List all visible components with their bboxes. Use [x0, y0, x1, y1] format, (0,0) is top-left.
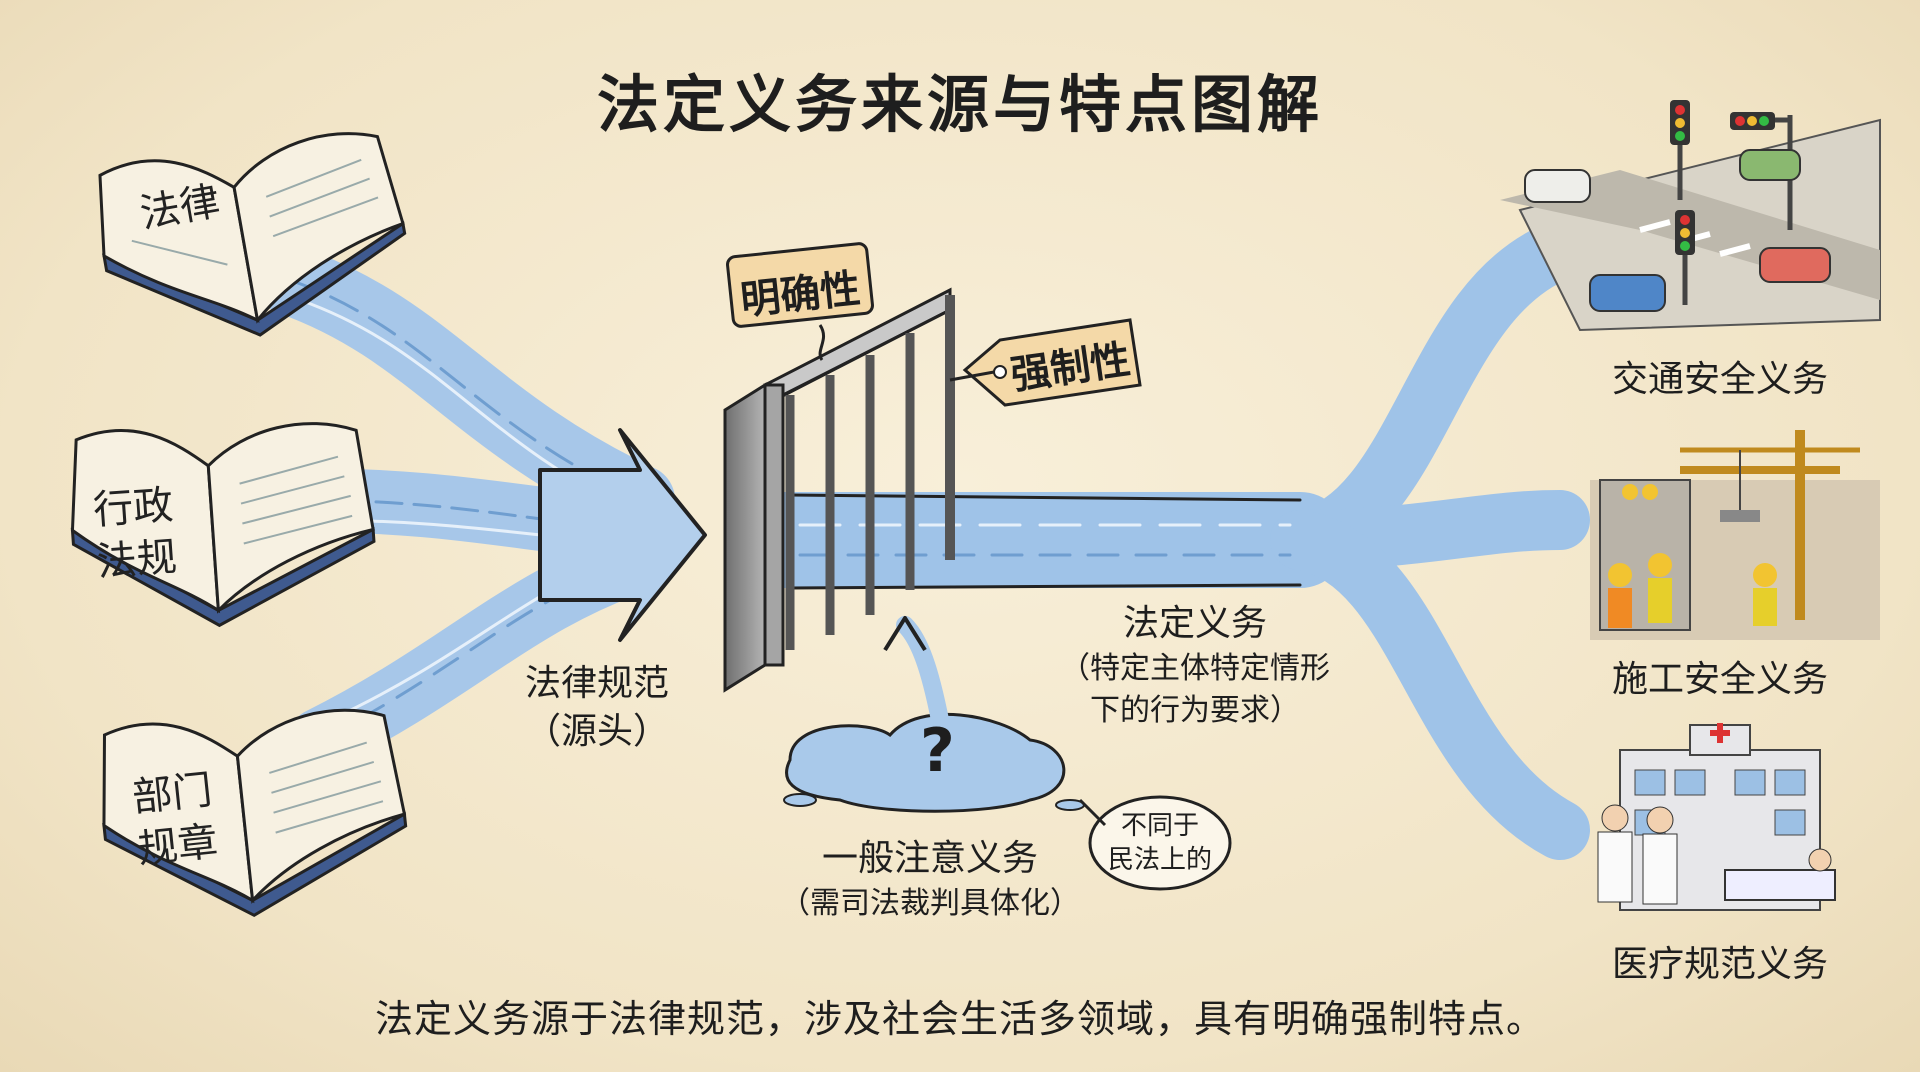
workers [1608, 484, 1777, 628]
doctors [1597, 804, 1678, 905]
clarity-tag-shape [726, 242, 874, 361]
speech-bubble-shape [1078, 795, 1232, 891]
source-label-admin-regulations: 行政 法规 [91, 482, 179, 586]
puddle-icon [783, 616, 1085, 813]
construction-scene-icon [1590, 430, 1880, 640]
question-mark-icon: ? [920, 716, 955, 786]
general-care-duty-label: 一般注意义务 （需司法裁判具体化） [780, 838, 1080, 921]
destination-construction-safety: 施工安全义务 [1611, 659, 1828, 700]
statutory-duty-label: 法定义务 （特定主体特定情形 下的行为要求） [1060, 603, 1330, 728]
traffic-scene-icon [1500, 100, 1881, 332]
page-title: 法定义务来源与特点图解 [596, 68, 1323, 141]
coercion-tag-shape [949, 318, 1142, 407]
book-icon-rules [102, 708, 408, 918]
destination-traffic-safety: 交通安全义务 [1611, 359, 1828, 400]
book-icon-law [98, 132, 407, 337]
book-icon-admin [70, 422, 376, 628]
legal-norm-label: 法律规范 （源头） [525, 663, 670, 752]
hospital-scene-icon [1597, 723, 1836, 911]
source-label-department-rules: 部门 规章 [130, 767, 220, 873]
destination-medical-norms: 医疗规范义务 [1611, 944, 1828, 985]
summary-caption: 法定义务源于法律规范，涉及社会生活多领域，具有明确强制特点。 [374, 997, 1545, 1041]
speech-bubble: 不同于 民法上的 [1107, 811, 1212, 875]
gate-icon [723, 287, 955, 693]
arrow-icon [538, 428, 707, 642]
